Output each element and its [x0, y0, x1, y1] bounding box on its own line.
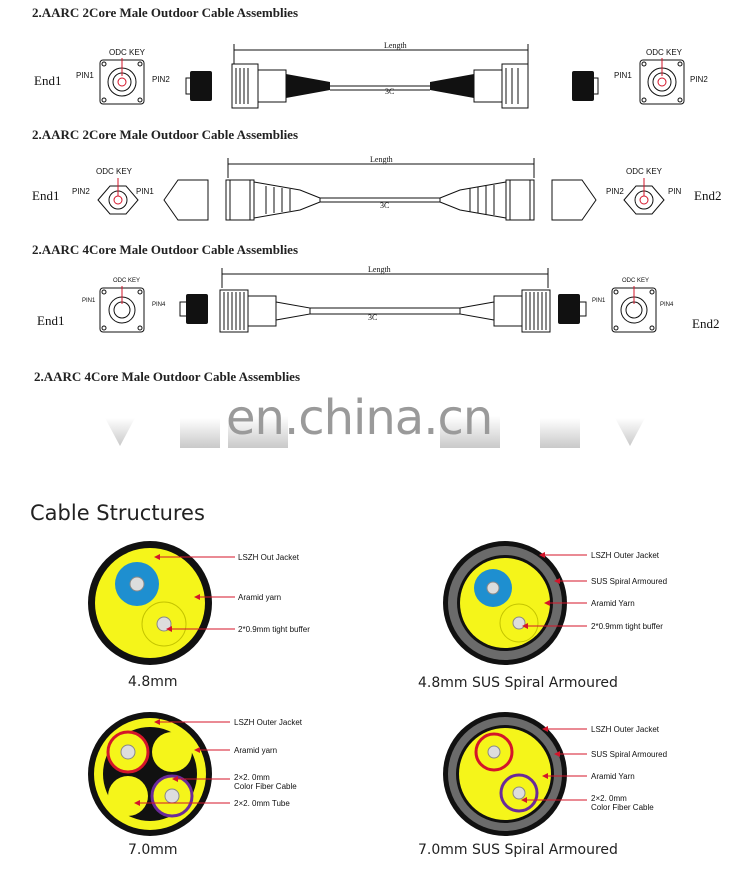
section-3-title: 2.AARC 4Core Male Outdoor Cable Assembli…: [32, 242, 299, 257]
watermark: en.china.cn: [226, 390, 493, 446]
section-4-faded-drawing: [105, 416, 645, 448]
key-label-2b: ODC KEY: [626, 167, 663, 176]
cable-structures-drawing: LSZH Out Jacket Aramid yarn 2*0.9mm tigh…: [88, 541, 667, 836]
cable4-label-0: LSZH Outer Jacket: [591, 725, 660, 734]
cable4-label-4: Color Fiber Cable: [591, 803, 654, 812]
section-1-drawing: ODC KEY PIN1 PIN2 3C Length ODC KEY PIN1…: [76, 41, 708, 109]
key-label-1a: ODC KEY: [109, 48, 146, 57]
key-label-1b: ODC KEY: [646, 48, 683, 57]
section-3-end2: End2: [692, 316, 720, 331]
pin-a-label-1a: PIN1: [76, 71, 94, 80]
cable2-label-2: Aramid Yarn: [591, 599, 635, 608]
svg-text:3C: 3C: [385, 87, 394, 96]
cable-4-8mm: [88, 541, 212, 665]
cable1-label-0: LSZH Out Jacket: [238, 553, 300, 562]
section-3-drawing: ODC KEY PIN1 PIN4 3C Length ODC KEY PIN1…: [82, 265, 674, 333]
cable3-label-1: Aramid yarn: [234, 746, 277, 755]
section-4-title: 2.AARC 4Core Male Outdoor Cable Assembli…: [34, 369, 301, 384]
pin-a-label-1b: PIN1: [614, 71, 632, 80]
pin-a-label-2b: PIN2: [606, 187, 624, 196]
cable3-label-0: LSZH Outer Jacket: [234, 718, 303, 727]
section-2-end2: End2: [694, 188, 722, 203]
section-3-end1: End1: [37, 313, 65, 328]
caption-4-8mm-sus: 4.8mm SUS Spiral Armoured: [418, 675, 618, 691]
cable4-label-1: SUS Spiral Armoured: [591, 750, 667, 759]
key-label-2a: ODC KEY: [96, 167, 133, 176]
pin-b-label-2a: PIN1: [136, 187, 154, 196]
key-label-3a: ODC KEY: [113, 278, 140, 284]
pin-a-label-2a: PIN2: [72, 187, 90, 196]
pin-b-label-1b: PIN2: [690, 75, 708, 84]
section-1-title: 2.AARC 2Core Male Outdoor Cable Assembli…: [32, 5, 299, 20]
cable1-label-2: 2*0.9mm tight buffer: [238, 625, 310, 634]
cable-7-0mm: [88, 712, 212, 836]
cable2-label-1: SUS Spiral Armoured: [591, 577, 667, 586]
svg-text:3C: 3C: [368, 313, 377, 322]
caption-4-8mm: 4.8mm: [128, 674, 178, 690]
cable3-label-2: 2×2. 0mm: [234, 773, 270, 782]
section-2-title: 2.AARC 2Core Male Outdoor Cable Assembli…: [32, 127, 299, 142]
length-label-1: Length: [384, 41, 407, 50]
section-2-end1: End1: [32, 188, 60, 203]
caption-7-0mm-sus: 7.0mm SUS Spiral Armoured: [418, 842, 618, 858]
cable-4-8mm-sus: [443, 541, 567, 665]
cable3-label-4: 2×2. 0mm Tube: [234, 799, 290, 808]
caption-7-0mm: 7.0mm: [128, 842, 178, 858]
length-label-3: Length: [368, 265, 391, 274]
cable2-label-0: LSZH Outer Jacket: [591, 551, 660, 560]
pin-b-label-3b: PIN4: [660, 302, 674, 308]
cable4-label-2: Aramid Yarn: [591, 772, 635, 781]
cable4-label-3: 2×2. 0mm: [591, 794, 627, 803]
svg-text:3C: 3C: [380, 201, 389, 210]
cable2-label-3: 2*0.9mm tight buffer: [591, 622, 663, 631]
cable-structures-heading: Cable Structures: [30, 501, 205, 525]
section-1-end1: End1: [34, 73, 62, 88]
section-2-drawing: ODC KEY PIN2 PIN1 3C Length ODC KEY PIN2…: [72, 155, 682, 221]
flange-left-front: [99, 58, 145, 105]
cable1-label-1: Aramid yarn: [238, 593, 281, 602]
pin-a-label-3a: PIN1: [82, 298, 96, 304]
pin-b-label-2b: PIN: [668, 187, 682, 196]
cable3-label-3: Color Fiber Cable: [234, 782, 297, 791]
pin-b-label-3a: PIN4: [152, 302, 166, 308]
length-label-2: Length: [370, 155, 393, 164]
pin-b-label-1a: PIN2: [152, 75, 170, 84]
key-label-3b: ODC KEY: [622, 278, 649, 284]
cable-7-0mm-sus: [443, 712, 567, 836]
pin-a-label-3b: PIN1: [592, 298, 606, 304]
